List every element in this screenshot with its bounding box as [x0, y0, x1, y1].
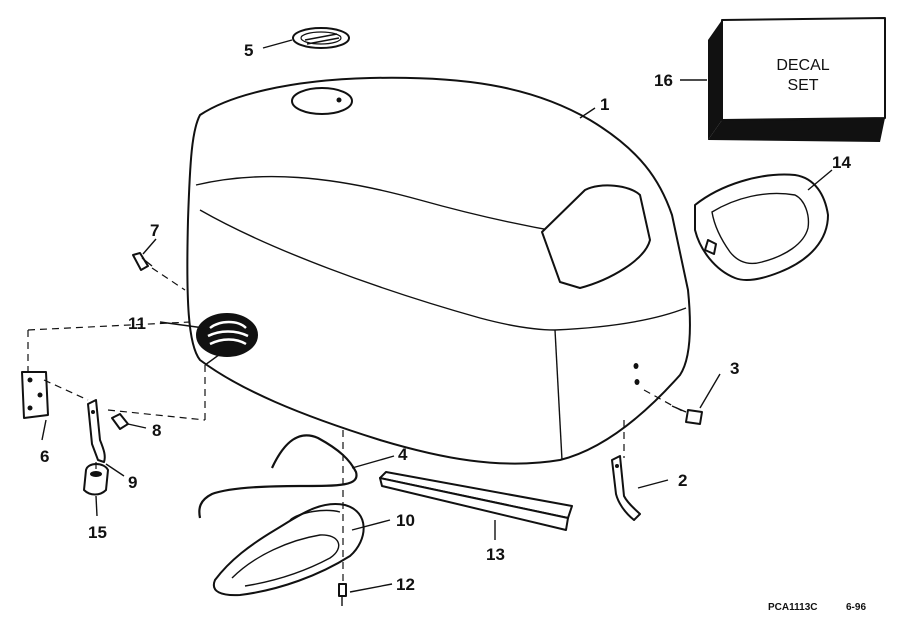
- callout-8: 8: [152, 421, 161, 440]
- cover-logo-decal: [196, 313, 258, 357]
- callout-4: 4: [398, 445, 408, 464]
- leader-lines: [41, 39, 833, 593]
- cover-cap: [292, 27, 350, 49]
- seal-strip-13: [379, 471, 573, 531]
- callout-6: 6: [40, 447, 49, 466]
- callout-3: 3: [730, 359, 739, 378]
- drawing-code: PCA1113C 6-96: [768, 602, 866, 613]
- decal-set-box: DECAL SET: [708, 17, 886, 142]
- screw-3: [671, 405, 703, 425]
- callout-16: 16: [654, 71, 673, 90]
- screw-8: [111, 413, 129, 430]
- callout-7: 7: [150, 221, 159, 240]
- callout-12: 12: [396, 575, 415, 594]
- callout-2: 2: [678, 471, 687, 490]
- bracket-9: [87, 399, 106, 463]
- latch-bracket-2: [611, 455, 641, 521]
- clip-15: [83, 463, 109, 496]
- window-frame: [694, 173, 829, 281]
- callout-5: 5: [244, 41, 253, 60]
- wire-seal-4: [198, 434, 358, 519]
- decal-label-line1: DECAL: [776, 57, 829, 74]
- screw-12: [338, 583, 347, 606]
- callout-11: 11: [128, 314, 146, 333]
- callout-labels: 1 2 3 4 5 6 7 8 9 10 11 12 13 14 15 16: [40, 41, 851, 594]
- assembly-dash-lines: [27, 267, 685, 582]
- decal-label-line2: SET: [787, 77, 818, 94]
- lower-seal-10: [212, 503, 365, 597]
- callout-14: 14: [832, 153, 851, 172]
- callout-9: 9: [128, 473, 137, 492]
- callout-1: 1: [600, 95, 609, 114]
- bracket-plate-6: [21, 371, 49, 419]
- drawing-code-date: 6-96: [846, 602, 866, 613]
- callout-10: 10: [396, 511, 415, 530]
- callout-13: 13: [486, 545, 505, 564]
- callout-15: 15: [88, 523, 107, 542]
- drawing-code-id: PCA1113C: [768, 602, 817, 613]
- screw-7: [132, 252, 153, 271]
- engine-cover: [186, 76, 691, 465]
